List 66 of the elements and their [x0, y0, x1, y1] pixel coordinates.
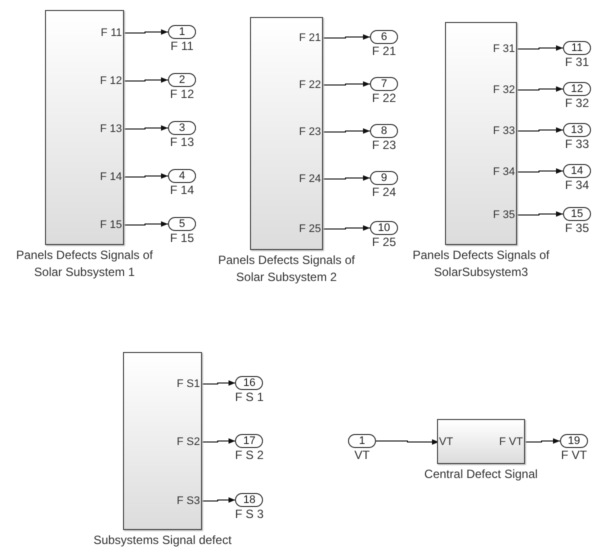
port-label: F 15	[100, 218, 122, 232]
port-label: F S1	[176, 377, 200, 391]
port-label: F 25	[298, 222, 321, 236]
signal-label: F 15	[170, 231, 194, 246]
signal-label: F 14	[170, 183, 194, 198]
port-block: 7	[370, 77, 398, 91]
port-label: F S2	[176, 435, 200, 449]
block-label: Panels Defects Signals of Solar Subsystem 1	[15, 247, 154, 281]
signal-label: F 33	[564, 137, 589, 152]
port-block: 18	[235, 493, 264, 507]
port-label: F S3	[176, 494, 200, 508]
port-label: F 11	[100, 26, 122, 40]
port-label: F VT	[499, 435, 523, 449]
port-label: F 32	[492, 83, 515, 97]
port-block: 13	[563, 123, 591, 137]
signal-label: F 32	[564, 96, 589, 111]
port-block: 1	[348, 434, 376, 448]
port-block: 12	[563, 82, 591, 96]
signal-label: VT	[354, 448, 370, 463]
signal-label: F 24	[372, 185, 396, 200]
port-block: 16	[235, 376, 264, 390]
port-label: F 33	[492, 124, 515, 138]
port-block: 19	[560, 434, 588, 448]
signal-label: F 12	[170, 87, 194, 102]
port-block: 11	[563, 41, 591, 55]
port-label: F 31	[492, 42, 515, 56]
port-label: VT	[439, 435, 454, 449]
block-label: Subsystems Signal defect	[93, 532, 232, 549]
signal-label: F 13	[170, 135, 194, 150]
port-label: F 35	[492, 208, 515, 222]
port-label: F 13	[100, 122, 122, 136]
port-block: 17	[235, 434, 264, 448]
block-label: Panels Defects Signals of SolarSubsystem3	[412, 247, 550, 281]
port-label: F 34	[492, 165, 515, 179]
signal-label: F S 1	[235, 390, 264, 405]
port-label: F 12	[100, 74, 122, 88]
signal-label: F S 3	[235, 507, 264, 522]
signal-arrow	[376, 439, 440, 445]
port-label: F 14	[100, 170, 122, 184]
signal-label: F VT	[561, 448, 587, 463]
port-block: 2	[168, 73, 196, 87]
port-block: 10	[370, 221, 398, 235]
signal-label: F 22	[372, 91, 396, 106]
port-block: 15	[563, 207, 591, 221]
block-label: Central Defect Signal	[424, 466, 538, 483]
signal-label: F 25	[372, 235, 396, 250]
port-label: F 21	[298, 31, 321, 45]
port-label: F 23	[298, 125, 321, 139]
signal-label: F 34	[564, 178, 589, 193]
port-block: 8	[370, 124, 398, 138]
port-label: F 22	[298, 78, 321, 92]
port-block: 1	[168, 25, 196, 39]
signal-label: F 31	[564, 55, 589, 70]
port-block: 3	[168, 121, 196, 135]
port-block: 9	[370, 171, 398, 185]
port-label: F 24	[298, 172, 321, 186]
port-block: 4	[168, 169, 196, 183]
port-block: 14	[563, 164, 591, 178]
signal-label: F S 2	[235, 448, 264, 463]
port-block: 5	[168, 217, 196, 231]
block-label: Panels Defects Signals of Solar Subsystem 2	[217, 252, 356, 286]
port-block: 6	[370, 30, 398, 44]
signal-label: F 35	[564, 221, 589, 236]
signal-label: F 11	[170, 39, 194, 54]
signal-label: F 21	[372, 44, 396, 59]
signal-label: F 23	[372, 138, 396, 153]
